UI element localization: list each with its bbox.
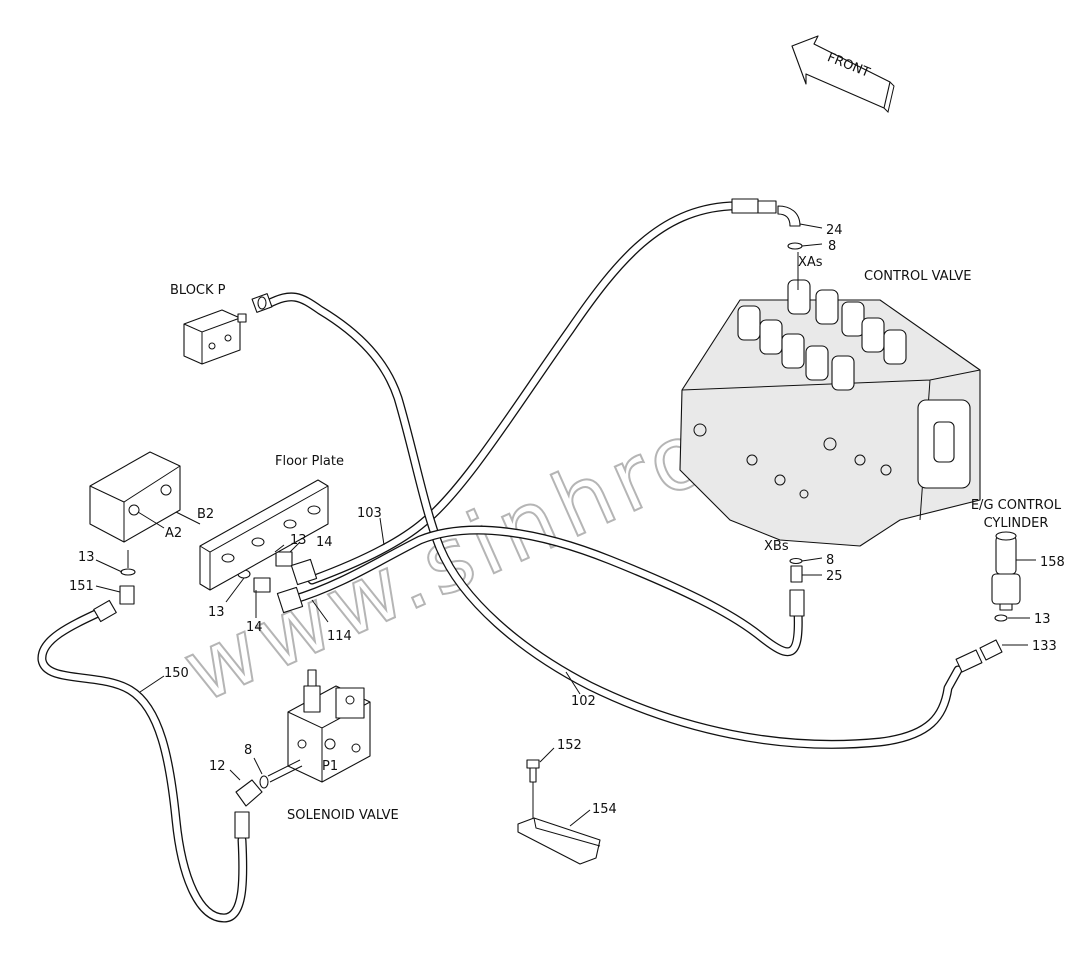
- callout-8-xbs: 8: [826, 553, 834, 568]
- block-p: [183, 309, 247, 365]
- fitting-133: [955, 639, 1003, 673]
- label-block-p: BLOCK P: [170, 283, 226, 298]
- leader-lines: [95, 223, 1036, 827]
- label-floor-plate: Floor Plate: [275, 454, 344, 469]
- hose-150: [37, 607, 248, 923]
- control-valve-spools: [737, 279, 907, 391]
- hose-block-p: [263, 292, 963, 749]
- label-control-valve: CONTROL VALVE: [864, 269, 972, 284]
- bolt-152: [526, 759, 540, 783]
- label-solenoid-valve: SOLENOID VALVE: [287, 808, 399, 823]
- callout-114: 114: [327, 629, 352, 644]
- callout-13-lower: 13: [208, 605, 225, 620]
- control-valve: [679, 279, 981, 547]
- callout-152: 152: [557, 738, 582, 753]
- callout-151: 151: [69, 579, 94, 594]
- callout-158: 158: [1040, 555, 1065, 570]
- port-b2: B2: [197, 507, 214, 522]
- solenoid-valve: [287, 669, 371, 783]
- callout-103: 103: [357, 506, 382, 521]
- callout-154: 154: [592, 802, 617, 817]
- fitting-25: [789, 557, 805, 617]
- port-xbs: XBs: [764, 539, 789, 554]
- callout-8-sol: 8: [244, 743, 252, 758]
- hose-103: [307, 201, 765, 585]
- fitting-24: [731, 198, 803, 250]
- callout-14-upper: 14: [316, 535, 333, 550]
- callout-12: 12: [209, 759, 226, 774]
- fitting-block-p: [251, 293, 273, 313]
- callout-13-left: 13: [78, 550, 95, 565]
- callout-13-right: 13: [1034, 612, 1051, 627]
- port-p1: P1: [322, 759, 338, 774]
- callout-13-plate: 13: [290, 533, 307, 548]
- callout-102: 102: [571, 694, 596, 709]
- strap-154: [517, 817, 601, 865]
- floor-plate: [199, 479, 329, 591]
- port-a2: A2: [165, 526, 182, 541]
- callout-150: 150: [164, 666, 189, 681]
- callout-24: 24: [826, 223, 843, 238]
- hose-114: [287, 525, 803, 657]
- callout-133: 133: [1032, 639, 1057, 654]
- port-xas: XAs: [798, 255, 823, 270]
- fitting-12: [234, 775, 269, 839]
- eg-control-cylinder: [991, 531, 1021, 622]
- front-arrow: FRONT: [791, 35, 895, 113]
- fitting-151: [93, 568, 136, 623]
- label-eg-control: E/G CONTROL: [971, 498, 1062, 513]
- valve-block-a2-b2: [89, 451, 181, 543]
- label-cylinder: CYLINDER: [984, 516, 1049, 531]
- callout-14-lower: 14: [246, 620, 263, 635]
- solenoid-port-line: [267, 759, 303, 783]
- callout-25: 25: [826, 569, 843, 584]
- callout-8-top: 8: [828, 239, 836, 254]
